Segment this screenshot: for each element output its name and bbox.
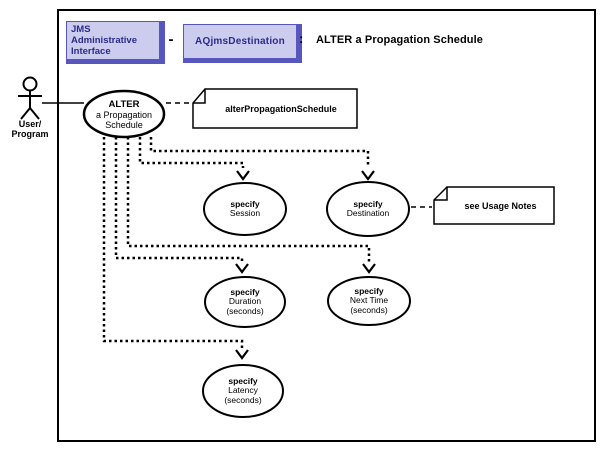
arrowhead-session — [236, 170, 250, 181]
label-alter-propagation-schedule: ALTER a Propagation Schedule — [84, 95, 164, 135]
specify-keyword: specify — [354, 285, 384, 296]
specify-object: Next Time (seconds) — [349, 295, 389, 315]
link-to-duration — [114, 137, 244, 263]
actor-figure — [18, 76, 42, 120]
header-dash: - — [168, 30, 174, 48]
specify-keyword: specify — [228, 375, 258, 386]
arrowhead-duration — [235, 263, 249, 274]
main-use-case-name: ALTER — [108, 99, 140, 111]
link-to-next-time — [126, 137, 371, 263]
actor-leg-right — [29, 107, 40, 120]
specify-keyword: specify — [353, 198, 383, 209]
ellipse-specify-duration — [204, 276, 286, 328]
ellipse-specify-session — [203, 182, 287, 236]
class-box: AQjmsDestination — [183, 24, 302, 63]
label-specify-duration: specify Duration (seconds) — [205, 287, 285, 317]
label-specify-session: specify Session — [205, 197, 285, 221]
label-specify-destination: specify Destination — [328, 197, 408, 221]
specify-object: Destination — [346, 208, 390, 218]
arrowhead-latency — [235, 349, 249, 360]
title-colon: : — [299, 31, 304, 46]
actor-label: User/ Program — [11, 119, 49, 139]
ellipse-specify-latency — [202, 364, 284, 418]
note-usage-label: see Usage Notes — [464, 200, 537, 211]
specify-object: Latency (seconds) — [224, 385, 262, 405]
diagram-border — [57, 9, 596, 442]
specify-keyword: specify — [230, 198, 260, 209]
note-usage-fold — [434, 187, 448, 201]
specify-keyword: specify — [230, 286, 260, 297]
actor-head — [22, 76, 38, 92]
actor-leg-left — [20, 107, 31, 120]
specify-object: Session — [229, 208, 261, 218]
label-specify-latency: specify Latency (seconds) — [203, 376, 283, 406]
interface-box-label: JMS Administrative Interface — [71, 24, 137, 57]
label-specify-next-time: specify Next Time (seconds) — [329, 286, 409, 316]
note-method-fold — [193, 89, 206, 104]
note-method — [192, 88, 358, 129]
note-method-label: alterPropagationSchedule — [225, 103, 337, 114]
ellipse-specify-next-time — [327, 276, 411, 326]
link-to-destination — [149, 137, 370, 167]
arrowhead-next-time — [362, 263, 376, 274]
link-to-session — [138, 137, 245, 168]
specify-object: Duration (seconds) — [226, 296, 264, 316]
ellipse-alter-propagation-schedule — [82, 89, 166, 139]
ellipse-specify-destination — [326, 181, 410, 237]
arrowhead-destination — [361, 170, 375, 181]
interface-box: JMS Administrative Interface — [66, 21, 165, 64]
note-usage — [433, 186, 555, 225]
main-use-case-detail: a Propagation Schedule — [95, 109, 153, 130]
diagram-title: ALTER a Propagation Schedule — [316, 34, 484, 46]
class-box-label: AQjmsDestination — [195, 36, 285, 47]
